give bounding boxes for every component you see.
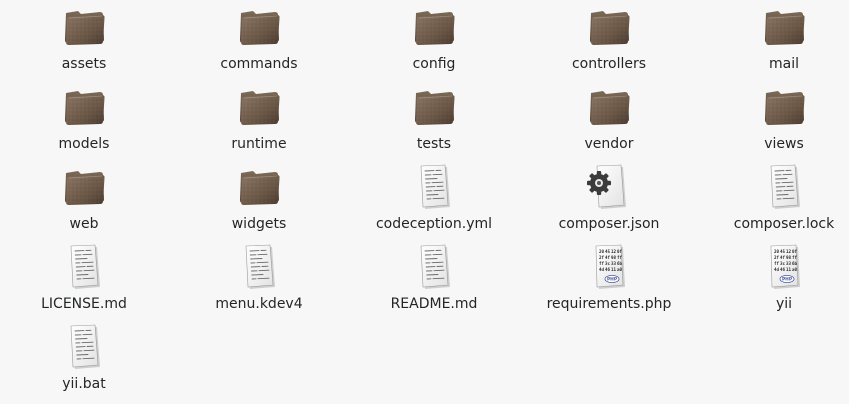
folder-icon: [415, 11, 455, 45]
file-name-label: yii: [775, 296, 793, 312]
folder-item[interactable]: tests: [348, 80, 520, 158]
svg-text:2f: 2f: [774, 255, 780, 260]
file-name-label: models: [58, 136, 110, 152]
text-file-icon: [70, 324, 100, 369]
file-name-label: vendor: [584, 136, 634, 152]
file-name-label: composer.json: [558, 216, 660, 232]
folder-item[interactable]: config: [348, 0, 520, 78]
file-item[interactable]: composer.json: [523, 160, 695, 238]
file-name-label: views: [764, 136, 804, 152]
svg-text:12: 12: [786, 249, 792, 254]
folder-icon: [65, 91, 105, 125]
folder-item[interactable]: vendor: [523, 80, 695, 158]
svg-text:4d: 4d: [599, 267, 605, 272]
file-item[interactable]: codeception.yml: [348, 160, 520, 238]
folder-icon: [240, 11, 280, 45]
svg-text:20: 20: [599, 249, 605, 254]
file-name-label: config: [412, 56, 456, 72]
svg-text:PHP: PHP: [607, 277, 618, 283]
svg-text:3c: 3c: [605, 261, 611, 266]
text-file-icon: [420, 164, 450, 209]
svg-text:ff: ff: [774, 261, 780, 266]
folder-item[interactable]: assets: [0, 0, 170, 78]
file-name-label: composer.lock: [733, 216, 835, 232]
svg-text:4d: 4d: [774, 267, 780, 272]
file-name-label: requirements.php: [546, 296, 672, 312]
svg-text:4f: 4f: [780, 255, 786, 260]
svg-text:0f: 0f: [617, 249, 623, 254]
file-name-label: mail: [769, 56, 799, 72]
svg-text:ff: ff: [617, 255, 623, 260]
config-file-icon: [587, 164, 626, 209]
svg-text:98: 98: [786, 255, 792, 260]
text-file-icon: [245, 244, 275, 289]
svg-text:ff: ff: [792, 255, 798, 260]
svg-text:11: 11: [611, 267, 617, 272]
svg-text:a0: a0: [617, 267, 623, 272]
file-name-label: assets: [61, 56, 107, 72]
file-item[interactable]: menu.kdev4: [173, 240, 345, 318]
file-name-label: yii.bat: [62, 376, 106, 392]
svg-text:11: 11: [786, 267, 792, 272]
svg-text:3c: 3c: [780, 261, 786, 266]
folder-icon: [415, 91, 455, 125]
svg-text:12: 12: [611, 249, 617, 254]
file-item[interactable]: yii.bat: [0, 320, 170, 398]
folder-item[interactable]: runtime: [173, 80, 345, 158]
svg-text:20: 20: [774, 249, 780, 254]
file-name-label: controllers: [571, 56, 647, 72]
svg-text:45: 45: [780, 249, 786, 254]
folder-item[interactable]: mail: [698, 0, 849, 78]
folder-icon: [765, 11, 805, 45]
folder-item[interactable]: controllers: [523, 0, 695, 78]
folder-icon: [765, 91, 805, 125]
text-file-icon: [770, 164, 800, 209]
svg-text:PHP: PHP: [782, 277, 793, 283]
file-name-label: menu.kdev4: [215, 296, 303, 312]
folder-item[interactable]: models: [0, 80, 170, 158]
svg-text:33: 33: [786, 261, 792, 266]
svg-text:2f: 2f: [599, 255, 605, 260]
file-name-label: widgets: [231, 216, 287, 232]
svg-text:4f: 4f: [605, 255, 611, 260]
svg-text:a0: a0: [792, 267, 798, 272]
svg-text:ff: ff: [599, 261, 605, 266]
folder-item[interactable]: web: [0, 160, 170, 238]
folder-icon: [240, 91, 280, 125]
svg-text:6b: 6b: [617, 261, 623, 266]
file-name-label: web: [69, 216, 99, 232]
folder-icon: [65, 11, 105, 45]
text-file-icon: [70, 244, 100, 289]
svg-text:0f: 0f: [792, 249, 798, 254]
folder-icon: [240, 171, 280, 205]
folder-icon: [590, 11, 630, 45]
folder-item[interactable]: commands: [173, 0, 345, 78]
folder-item[interactable]: views: [698, 80, 849, 158]
text-file-icon: [420, 244, 450, 289]
file-name-label: codeception.yml: [375, 216, 493, 232]
svg-text:46: 46: [780, 267, 786, 272]
file-item[interactable]: composer.lock: [698, 160, 849, 238]
svg-text:45: 45: [605, 249, 611, 254]
svg-text:33: 33: [611, 261, 617, 266]
svg-text:6b: 6b: [792, 261, 798, 266]
folder-icon: [590, 91, 630, 125]
svg-text:98: 98: [611, 255, 617, 260]
svg-text:46: 46: [605, 267, 611, 272]
file-name-label: LICENSE.md: [41, 296, 127, 312]
folder-item[interactable]: widgets: [173, 160, 345, 238]
file-item[interactable]: README.md: [348, 240, 520, 318]
file-item[interactable]: LICENSE.md: [0, 240, 170, 318]
file-name-label: README.md: [390, 296, 478, 312]
file-name-label: tests: [416, 136, 452, 152]
file-name-label: runtime: [231, 136, 287, 152]
file-name-label: commands: [220, 56, 298, 72]
folder-icon: [65, 171, 105, 205]
